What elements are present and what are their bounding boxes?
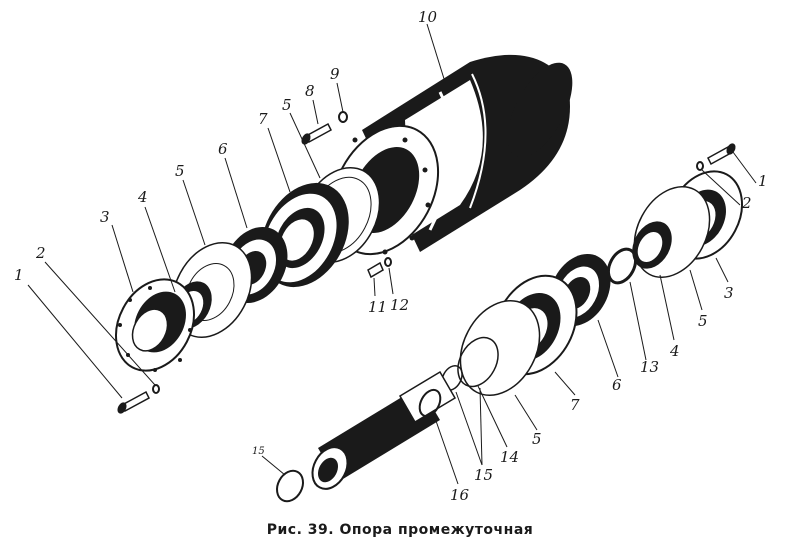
label-12: 12 <box>390 296 409 314</box>
ring-15-small <box>276 469 304 503</box>
label-7-left: 7 <box>258 110 268 128</box>
figure-caption: Рис. 39. Опора промежуточная <box>266 522 534 538</box>
label-6-right: 6 <box>612 376 622 394</box>
label-6-left: 6 <box>218 140 228 158</box>
part-labels: 1 2 3 4 5 6 7 5 8 9 10 11 12 1 2 3 5 4 1… <box>14 8 768 504</box>
label-4-left: 4 <box>137 188 148 206</box>
label-15: 15 <box>474 466 493 484</box>
washer-9 <box>338 111 348 123</box>
label-5b-right: 5 <box>532 430 542 448</box>
washer-12 <box>384 257 392 267</box>
label-11: 11 <box>368 298 387 316</box>
gasket-5-right-b <box>459 299 541 397</box>
label-5a-left: 5 <box>175 162 185 180</box>
label-9: 9 <box>330 65 340 83</box>
label-1-right: 1 <box>758 172 768 190</box>
label-5b-left: 5 <box>282 96 292 114</box>
label-3-right: 3 <box>724 284 734 302</box>
seal-4-right <box>632 221 672 269</box>
label-10: 10 <box>418 8 438 26</box>
bolt-1-left <box>117 390 150 414</box>
leader-lines <box>27 23 757 485</box>
label-7-right: 7 <box>570 396 580 414</box>
washer-2-right <box>696 161 704 171</box>
label-2-right: 2 <box>741 194 752 212</box>
washer-2-left <box>152 384 160 394</box>
label-5a-right: 5 <box>698 312 708 330</box>
label-8: 8 <box>305 82 315 100</box>
label-13: 13 <box>640 358 659 376</box>
label-4-right: 4 <box>669 342 680 360</box>
label-3-left: 3 <box>100 208 110 226</box>
label-15-small: 15 <box>252 446 265 457</box>
ring-13 <box>606 247 638 285</box>
label-1-left: 1 <box>14 266 24 284</box>
end-cap-3-left <box>115 278 195 372</box>
bolt-8 <box>301 122 332 145</box>
label-14: 14 <box>500 448 519 466</box>
bolt-1-right <box>707 143 736 166</box>
pin-11 <box>367 261 384 279</box>
shaft-16 <box>311 370 457 490</box>
label-16: 16 <box>450 486 470 504</box>
label-2-left: 2 <box>35 244 46 262</box>
